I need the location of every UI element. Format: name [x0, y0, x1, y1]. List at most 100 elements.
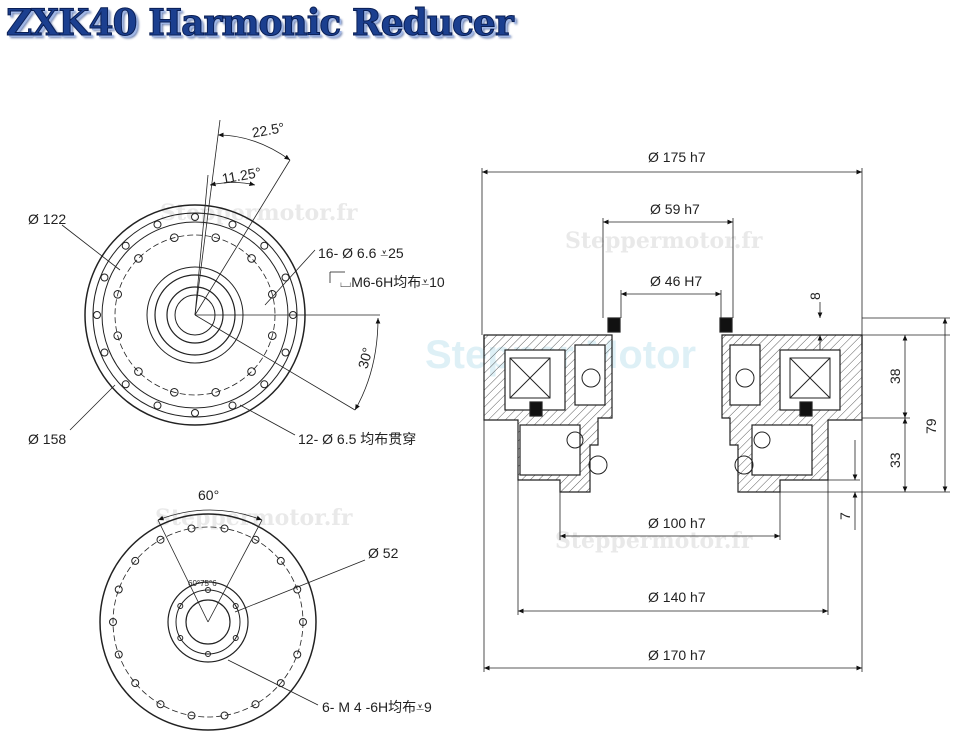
rear-inner-holes: [177, 587, 239, 657]
thread-hole: [205, 587, 211, 593]
holes-12-label: 12- Ø 6.5 均布贯穿: [298, 431, 416, 447]
bolt-hole: [281, 348, 290, 357]
watermarks: Steppermotor.fr Steppermotor.fr Stepperm…: [155, 200, 763, 554]
bolt-hole: [100, 348, 109, 357]
dia-52-label: Ø 52: [368, 545, 399, 561]
front-view-labels: 22.5° 11.25° Ø 122 Ø 158 16- Ø 6.6 ⩡25 ⌴…: [28, 119, 445, 447]
left-inner-pocket: [574, 344, 606, 406]
bolt-hole: [276, 556, 285, 565]
bolt-hole: [293, 650, 302, 659]
through-hole: [134, 367, 143, 376]
dia-59-label: Ø 59 h7: [650, 201, 700, 217]
bolt-hole: [156, 700, 165, 709]
bolt-hole: [131, 679, 140, 688]
through-hole: [247, 367, 256, 376]
bolt-hole: [228, 401, 237, 410]
bolt-hole: [260, 380, 269, 389]
through-hole: [113, 289, 123, 299]
rear-view-labels: 60° 60°75°6 Ø 52 6- M 4 -6H均布⩡9: [188, 487, 432, 715]
thread-m4-label: 6- M 4 -6H均布⩡9: [322, 699, 432, 715]
thread-hole: [177, 603, 184, 609]
angle-11-25-label: 11.25°: [221, 164, 263, 187]
dia-170-label: Ø 170 h7: [648, 647, 706, 663]
bolt-hole: [153, 220, 162, 229]
watermark-section-top: Steppermotor.fr: [565, 228, 763, 254]
through-hole: [267, 331, 277, 341]
through-hole: [113, 331, 123, 341]
bolt-hole: [131, 556, 140, 565]
bolt-hole: [281, 273, 290, 282]
rear-view: [99, 509, 366, 731]
angle-22-5-label: 22.5°: [251, 119, 286, 140]
thread-hole: [205, 651, 211, 657]
through-hole: [169, 387, 179, 397]
bolt-hole: [153, 401, 162, 410]
bolt-hole: [121, 241, 130, 250]
bolt-hole: [114, 585, 123, 594]
through-hole: [169, 233, 179, 243]
dia-46-label: Ø 46 H7: [650, 273, 702, 289]
dia-175-label: Ø 175 h7: [648, 149, 706, 165]
left-inner-seal: [529, 401, 543, 417]
dia-140-label: Ø 140 h7: [648, 589, 706, 605]
thread-hole: [232, 635, 239, 641]
watermark-rear: Steppermotor.fr: [155, 505, 353, 531]
through-hole: [267, 289, 277, 299]
bolt-hole: [156, 535, 165, 544]
dia-122-label: Ø 122: [28, 211, 66, 227]
rear-bolt-circle: [112, 526, 304, 718]
bolt-hole: [220, 711, 229, 720]
thread-hole: [232, 603, 239, 609]
bolt-hole: [191, 409, 199, 417]
section-dimensions: [481, 168, 950, 672]
bolt-hole: [187, 711, 196, 720]
rear-bore: [185, 599, 231, 645]
bolt-hole: [299, 618, 307, 626]
rear-holes: [109, 524, 307, 720]
thread-m6-label: ⌴M6-6H均布⩡10: [340, 274, 445, 290]
right-seal: [719, 317, 733, 333]
bolt-hole: [260, 241, 269, 250]
dia-100-label: Ø 100 h7: [648, 515, 706, 531]
right-inner-seal: [799, 401, 813, 417]
dim-8-label: 8: [807, 292, 823, 300]
bolt-hole: [109, 618, 117, 626]
rear-outer-circle: [99, 513, 317, 731]
dim-33-label: 33: [887, 452, 903, 468]
bolt-hole: [121, 380, 130, 389]
through-hole: [211, 387, 221, 397]
front-view: [61, 119, 381, 436]
angle-60-label: 60°: [198, 487, 219, 503]
bolt-hole: [251, 700, 260, 709]
through-hole: [211, 233, 221, 243]
bolt-hole: [93, 311, 101, 319]
bolt-hole: [220, 524, 229, 533]
right-bearing-pocket: [779, 349, 841, 411]
bolt-hole: [100, 273, 109, 282]
through-hole: [134, 254, 143, 263]
drawing-title: ZXK40 Harmonic Reducer: [6, 2, 515, 45]
section-view: [483, 317, 863, 493]
holes-16-label: 16- Ø 6.6 ⩡25: [318, 245, 404, 261]
right-inner-pocket: [729, 344, 761, 406]
left-bearing-pocket: [504, 349, 566, 411]
dim-38-label: 38: [887, 368, 903, 384]
thread-hole: [177, 635, 184, 641]
front-holes-12: [113, 233, 277, 397]
section-labels: Ø 175 h7 Ø 59 h7 Ø 46 H7 8 38 79 33 7 Ø …: [648, 149, 939, 663]
bolt-hole: [114, 650, 123, 659]
dia-158-label: Ø 158: [28, 431, 66, 447]
angle-30-label: 30°: [355, 346, 376, 371]
left-seal: [607, 317, 621, 333]
rear-hub: [167, 581, 249, 663]
rear-hub-inner: [175, 589, 241, 655]
rear-ring-text: 60°75°6: [188, 579, 217, 588]
dim-7-label: 7: [837, 512, 853, 520]
bolt-hole: [293, 585, 302, 594]
bolt-hole: [187, 524, 196, 533]
bolt-hole: [191, 213, 199, 221]
bolt-hole: [228, 220, 237, 229]
watermark-section-bottom: Steppermotor.fr: [555, 528, 753, 554]
